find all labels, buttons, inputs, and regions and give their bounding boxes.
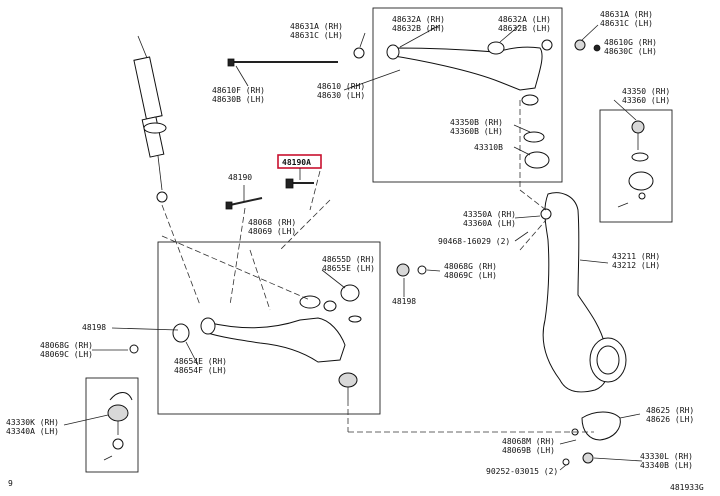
label-48631C-lh-right: 48631C (LH) [600,19,653,28]
label-48626-lh: 48626 (LH) [646,415,694,424]
label-48654E-rh: 48654E (RH) [174,357,227,366]
label-48068G-rh-right: 48068G (RH) [444,262,497,271]
label-48655E-lh: 48655E (LH) [322,264,375,273]
label-48190A-highlight[interactable]: 48190A [282,158,311,167]
label-48654F-lh: 48654F (LH) [174,366,227,375]
leader-lines [63,24,643,471]
label-43211-rh: 43211 (RH) [612,252,660,261]
label-43340B-lh: 43340B (LH) [640,461,693,470]
label-48069B-lh: 48069B (LH) [502,446,555,455]
lower-ball-joint [103,392,133,461]
long-bolt [227,58,338,67]
upper-ball-joint [617,120,654,208]
upper-ball-joint-box [599,109,673,223]
diagram-id: 481933G [670,483,704,492]
label-48610G-rh: 48610G (RH) [604,38,657,47]
label-48632B-rh: 48632B (RH) [392,24,445,33]
label-48198-right: 48198 [392,297,416,306]
highlight-label-box[interactable] [277,154,322,169]
label-43360B-lh: 43360B (LH) [450,127,503,136]
label-48632A-rh: 48632A (RH) [392,15,445,24]
label-43360A-lh: 43360A (LH) [463,219,516,228]
highlighted-bolt[interactable] [285,178,314,189]
label-48068M-rh: 48068M (RH) [502,437,555,446]
label-48610-rh: 48610 (RH) [317,82,365,91]
label-43330K-rh: 43330K (RH) [6,418,59,427]
label-48632B-lh: 48632B (LH) [498,24,551,33]
label-48069C-lh-right: 48069C (LH) [444,271,497,280]
label-90468-16029: 90468-16029 (2) [438,237,510,246]
label-48068-rh: 48068 (RH) [248,218,296,227]
label-48630B-lh: 48630B (LH) [212,95,265,104]
label-48190: 48190 [228,173,252,182]
label-43340A-lh: 43340A (LH) [6,427,59,436]
label-48630-lh: 48630 (LH) [317,91,365,100]
label-43350B-rh: 43350B (RH) [450,118,503,127]
label-43360-lh: 43360 (LH) [622,96,670,105]
label-48610F-rh: 48610F (RH) [212,86,265,95]
label-48631A-rh: 48631A (RH) [290,22,343,31]
label-43350A-rh: 43350A (RH) [463,210,516,219]
lower-arm-group-box [157,241,381,415]
lower-arm [129,263,427,400]
label-48631C-lh: 48631C (LH) [290,31,343,40]
labels: 48631A (RH) 48631C (LH) 48632A (RH) 4863… [6,10,704,492]
page-marker: 9 [8,479,13,488]
label-48068G-rh-left: 48068G (RH) [40,341,93,350]
steering-knuckle [540,192,627,393]
label-90252-03015: 90252-03015 (2) [486,467,558,476]
label-48069-lh: 48069 (LH) [248,227,296,236]
label-48069C-lh-left: 48069C (LH) [40,350,93,359]
knuckle-stopper [562,411,621,466]
label-43310B: 43310B [474,143,503,152]
label-43330L-rh: 43330L (RH) [640,452,693,461]
cam-bolt [225,197,263,210]
label-43350-rh: 43350 (RH) [622,87,670,96]
label-48655D-rh: 48655D (RH) [322,255,375,264]
label-43212-lh: 43212 (LH) [612,261,660,270]
lower-ball-joint-box [85,377,139,473]
upper-arm [353,39,601,169]
upper-arm-group-box [372,7,563,183]
shock-absorber [133,35,168,203]
label-48632A-lh: 48632A (LH) [498,15,551,24]
label-48630C-lh: 48630C (LH) [604,47,657,56]
label-48198-left: 48198 [82,323,106,332]
label-48631A-rh-right: 48631A (RH) [600,10,653,19]
label-48625-rh: 48625 (RH) [646,406,694,415]
